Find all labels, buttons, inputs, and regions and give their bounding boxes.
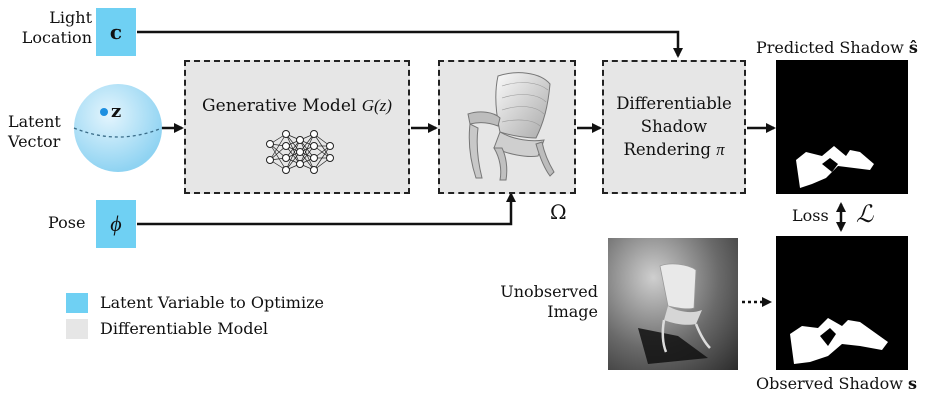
legend-label-latent: Latent Variable to Optimize — [100, 293, 324, 312]
mesh-box — [438, 60, 576, 194]
observed-shadow-image — [776, 236, 908, 370]
pose-box: ϕ — [96, 200, 136, 248]
latent-symbol: z — [111, 101, 122, 122]
latent-vector-label: Latent Vector — [8, 112, 61, 151]
chair-mesh-icon — [467, 72, 555, 181]
generative-model-box: Generative Model G(z) — [184, 60, 410, 194]
legend-item-model: Differentiable Model — [66, 316, 324, 342]
light-location-box: c — [96, 8, 136, 56]
generative-model-title: Generative Model G(z) — [202, 96, 392, 116]
predicted-shadow-label: Predicted Shadow ŝ — [756, 38, 918, 57]
predicted-shadow-shape — [796, 146, 874, 188]
light-symbol: c — [109, 20, 123, 44]
legend: Latent Variable to Optimize Differentiab… — [66, 290, 324, 342]
legend-swatch-latent — [66, 293, 88, 313]
loss-symbol: ℒ — [856, 202, 874, 228]
unobserved-image-label: Unobserved Image — [500, 282, 598, 321]
light-to-renderer-arrow — [137, 30, 683, 58]
photo-chair-shape — [638, 263, 711, 364]
pose-label: Pose — [48, 213, 86, 232]
legend-item-latent: Latent Variable to Optimize — [66, 290, 324, 316]
predicted-shadow-image — [776, 60, 908, 194]
neural-network-icon — [266, 130, 334, 174]
legend-label-model: Differentiable Model — [100, 319, 269, 338]
observed-shadow-label: Observed Shadow s — [756, 374, 918, 393]
renderer-box: Differentiable Shadow Rendering π — [602, 60, 746, 194]
pose-symbol: ϕ — [110, 211, 122, 236]
observed-shadow-shape — [790, 318, 888, 364]
pose-to-mesh-arrow — [137, 192, 516, 226]
renderer-label: Differentiable Shadow Rendering π — [616, 94, 732, 159]
unobserved-photo — [608, 238, 738, 370]
loss-label: Loss — [792, 206, 829, 225]
mesh-symbol: Ω — [550, 200, 567, 224]
light-location-label: Light Location — [21, 8, 92, 47]
legend-swatch-model — [66, 319, 88, 339]
